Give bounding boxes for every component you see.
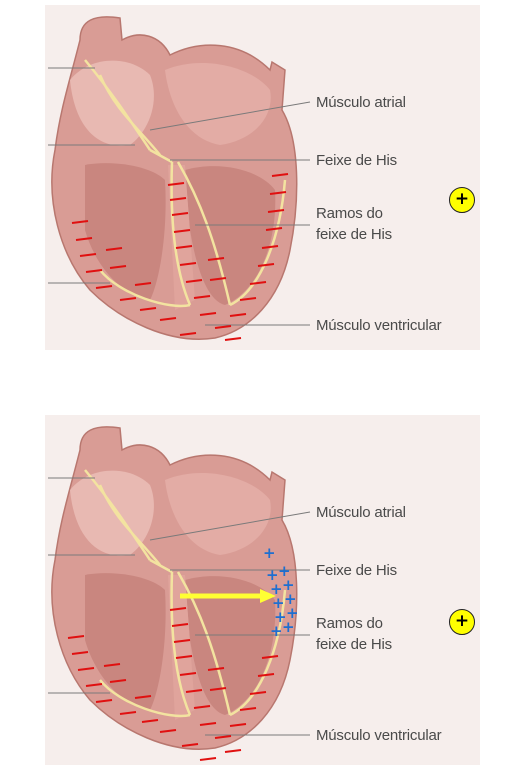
septum [168,165,195,310]
left-atrium [165,62,271,145]
left-atrium [165,472,271,555]
label-branches-line2: feixe de His [316,226,392,243]
left-ventricle [185,166,276,305]
label-branches-line1: Ramos do [316,205,383,222]
septum [168,575,195,720]
svg-text:+: + [266,566,279,584]
negative-charge-marks [67,607,279,761]
conduction-system [84,59,287,308]
label-branches-line2: feixe de His [316,636,392,653]
label-atrial-muscle: Músculo atrial [316,504,406,521]
right-ventricle [85,163,166,300]
svg-text:+: + [270,622,283,640]
positive-charge-marks: + ++ ++ ++ ++ ++ [263,544,299,640]
label-leader-lines [48,477,311,736]
label-atrial-muscle: Músculo atrial [316,94,406,111]
svg-text:+: + [272,594,285,612]
positive-electrode-badge: + [449,609,475,635]
svg-text:+: + [282,618,295,636]
label-ventricular-muscle: Músculo ventricular [316,727,442,744]
right-ventricle [85,573,166,710]
heart-panel-top: Músculo atrial Feixe de His Ramos do fei… [0,0,527,360]
left-ventricle [185,576,276,715]
heart-panel-bottom: + ++ ++ ++ ++ ++ Músculo atrial Feixe de… [0,410,527,773]
svg-text:+: + [286,604,299,622]
label-leader-lines [48,67,311,326]
svg-text:+: + [270,580,283,598]
label-branches-line1: Ramos do [316,615,383,632]
svg-text:+: + [278,562,291,580]
negative-charge-marks [71,173,289,341]
label-his-bundle: Feixe de His [316,152,397,169]
depolarization-vector-arrow [180,589,276,603]
svg-text:+: + [274,608,287,626]
heart-illustration-top [45,5,480,350]
conduction-system [84,469,287,718]
positive-electrode-badge: + [449,187,475,213]
heart-illustration-bottom: + ++ ++ ++ ++ ++ [45,415,480,765]
svg-text:+: + [263,544,276,562]
svg-text:+: + [282,576,295,594]
label-his-bundle: Feixe de His [316,562,397,579]
label-ventricular-muscle: Músculo ventricular [316,317,442,334]
svg-text:+: + [284,590,297,608]
